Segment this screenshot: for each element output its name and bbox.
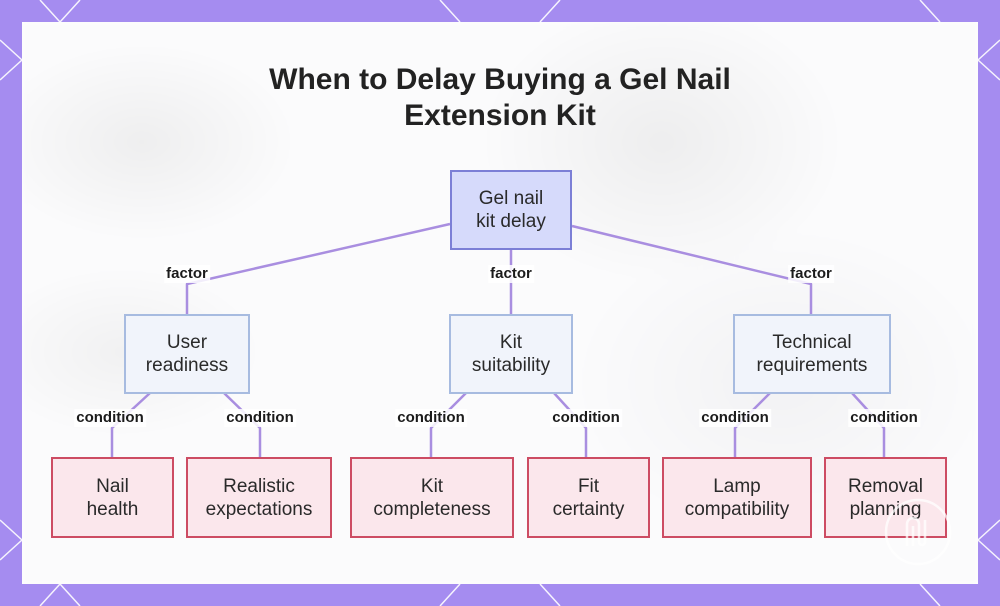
factor-node-user-readiness: User readiness [124, 314, 250, 394]
condition-node-removal-planning: Removal planning [824, 457, 947, 538]
factor-node-kit-suitability: Kit suitability [449, 314, 573, 394]
edge-label-factor: factor [488, 265, 534, 283]
title-line-1: When to Delay Buying a Gel Nail [269, 63, 731, 96]
connector-technical-requirements-lamp-compatibility [733, 392, 771, 457]
condition-node-nail-health: Nail health [51, 457, 174, 538]
watermark-logo-icon [884, 498, 952, 566]
edge-label-condition: condition [699, 409, 771, 427]
connector-root-user-readiness [185, 222, 451, 314]
condition-node-lamp-compatibility: Lamp compatibility [662, 457, 812, 538]
root-node: Gel nail kit delay [450, 170, 572, 250]
condition-node-realistic-expectations: Realistic expectations [186, 457, 332, 538]
edge-label-factor: factor [788, 265, 834, 283]
condition-node-kit-completeness: Kit completeness [350, 457, 514, 538]
factor-node-technical-requirements: Technical requirements [733, 314, 891, 394]
connector-technical-requirements-removal-planning [851, 392, 886, 457]
connector-root-technical-requirements [571, 224, 813, 314]
connector-kit-suitability-fit-certainty [553, 392, 588, 457]
edge-label-condition: condition [550, 409, 622, 427]
edge-label-condition: condition [224, 409, 296, 427]
condition-node-fit-certainty: Fit certainty [527, 457, 650, 538]
edge-label-condition: condition [395, 409, 467, 427]
connector-user-readiness-realistic-expectations [223, 392, 262, 457]
edge-label-condition: condition [848, 409, 920, 427]
diagram-title: When to Delay Buying a Gel Nail Extensio… [200, 62, 800, 134]
connector-user-readiness-nail-health [110, 392, 151, 457]
connector-kit-suitability-kit-completeness [429, 392, 467, 457]
edge-label-factor: factor [164, 265, 210, 283]
title-line-2: Extension Kit [404, 99, 596, 132]
edge-label-condition: condition [74, 409, 146, 427]
